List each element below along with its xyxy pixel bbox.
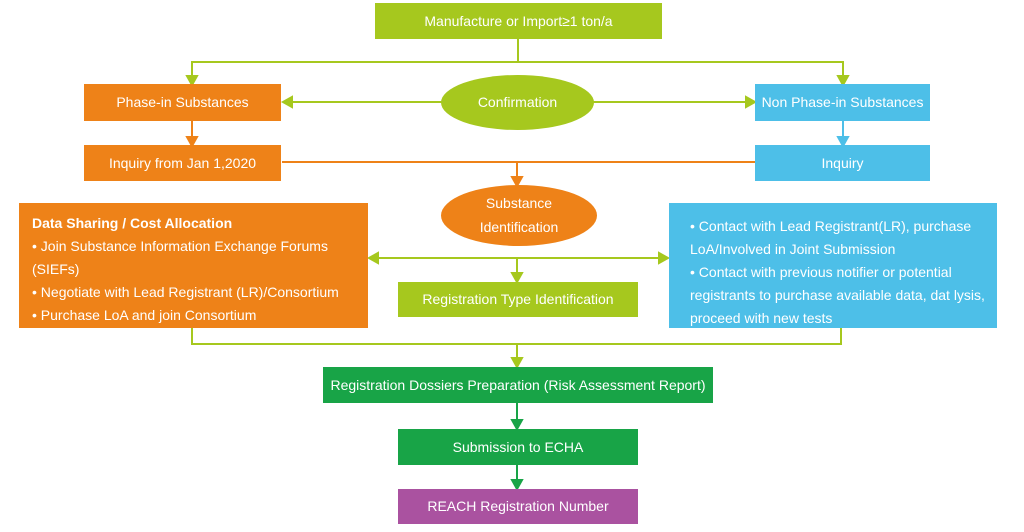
arrowhead-confirmation-left — [280, 95, 293, 109]
node-data-sharing: Data Sharing / Cost Allocation • Join Su… — [19, 203, 368, 346]
arrowhead-to-contact — [658, 251, 671, 265]
arrowhead-to-submission — [510, 419, 524, 432]
data-sharing-bullet: • Negotiate with Lead Registrant (LR)/Co… — [32, 284, 339, 300]
dark-green-connectors — [510, 403, 524, 492]
arrowhead-to-data-sharing — [366, 251, 379, 265]
node-contact: • Contact with Lead Registrant(LR), purc… — [669, 203, 997, 328]
node-dossiers: Registration Dossiers Preparation (Risk … — [323, 367, 713, 403]
node-confirmation: Confirmation — [441, 75, 594, 130]
data-sharing-bullet: • Proceed with new tests — [32, 330, 185, 346]
node-manufacture: Manufacture or Import≥1 ton/a — [375, 3, 662, 39]
node-inquiry: Inquiry — [755, 145, 930, 181]
data-sharing-bullet: • Join Substance Information Exchange Fo… — [32, 238, 328, 277]
arrowhead-to-substance-identification — [510, 176, 524, 189]
data-sharing-bullet: • Purchase LoA and join Consortium — [32, 307, 257, 323]
arrowhead-to-inquiry — [836, 136, 850, 149]
arrowhead-to-inquiry-jan — [185, 136, 199, 149]
arrowhead-to-registration-type — [510, 272, 524, 285]
orange-connectors — [185, 121, 755, 189]
arrowhead-confirmation-right — [745, 95, 758, 109]
node-phase-in: Phase-in Substances — [84, 84, 281, 121]
data-sharing-title: Data Sharing / Cost Allocation — [32, 215, 233, 231]
green-connectors — [185, 39, 850, 370]
arrowhead-to-reach — [510, 479, 524, 492]
node-substance-identification: Substance Identification — [441, 185, 597, 246]
arrowhead-to-non-phase-in — [836, 75, 850, 88]
node-submission: Submission to ECHA — [398, 429, 638, 465]
arrowhead-to-dossiers — [510, 357, 524, 370]
contact-bullet: • Contact with previous notifier or pote… — [690, 264, 985, 326]
contact-bullet: • Contact with Lead Registrant(LR), purc… — [690, 218, 972, 257]
blue-connectors — [836, 121, 850, 149]
node-inquiry-jan: Inquiry from Jan 1,2020 — [84, 145, 281, 181]
arrowhead-to-phase-in — [185, 75, 199, 88]
node-reach-number: REACH Registration Number — [398, 489, 638, 524]
node-registration-type: Registration Type Identification — [398, 282, 638, 317]
node-non-phase-in: Non Phase-in Substances — [755, 84, 930, 121]
